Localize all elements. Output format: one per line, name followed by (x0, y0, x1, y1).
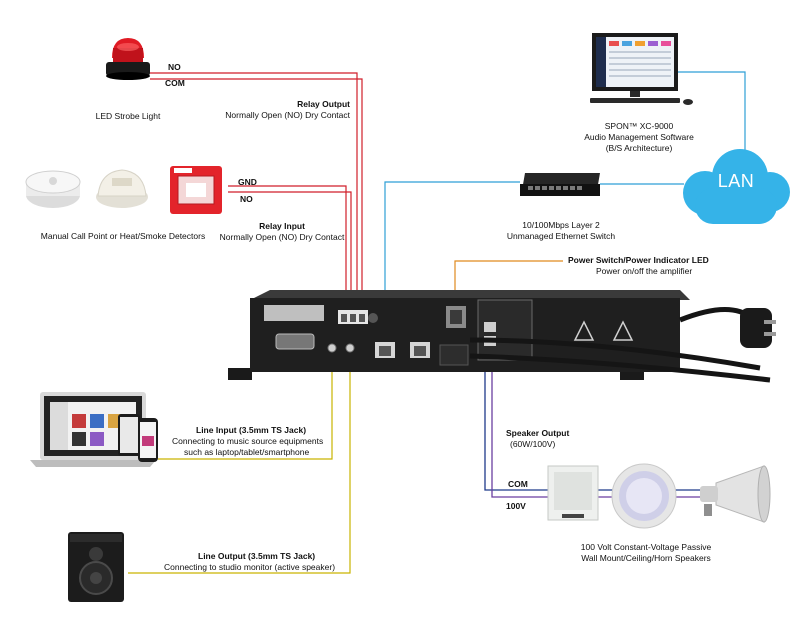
switch-line2: Unmanaged Ethernet Switch (506, 231, 616, 241)
speaker-output-title: Speaker Output (506, 428, 570, 438)
input-no-label: NO (240, 194, 253, 204)
line-output-title: Line Output (3.5mm TS Jack) (198, 551, 316, 561)
speaker-output-desc: (60W/100V) (510, 439, 556, 449)
lan-cloud-icon (683, 149, 790, 224)
power-title: Power Switch/Power Indicator LED (568, 255, 709, 265)
software-line3: (B/S Architecture) (605, 143, 673, 153)
smartphone-icon (138, 418, 158, 462)
speaker-100v-label: 100V (506, 501, 526, 511)
relay-input-title: Relay Input (259, 221, 305, 231)
heat-detector-icon (96, 169, 148, 208)
relay-output-title: Relay Output (297, 99, 350, 109)
relay-input-wires (228, 185, 352, 318)
power-cord-icon (469, 307, 776, 383)
ceiling-speaker-icon (611, 463, 677, 529)
speakers-line2: Wall Mount/Ceiling/Horn Speakers (581, 553, 711, 563)
speaker-com-label: COM (508, 479, 528, 489)
input-gnd-label: GND (238, 177, 257, 187)
computer-monitor-icon (590, 33, 693, 105)
switch-line1: 10/100Mbps Layer 2 (522, 220, 600, 230)
line-input-desc2: such as laptop/tablet/smartphone (184, 447, 310, 457)
horn-speaker-icon (700, 465, 771, 523)
power-desc: Power on/off the amplifier (596, 266, 693, 276)
studio-monitor-icon (68, 532, 124, 602)
line-input-wire (158, 352, 333, 460)
call-point-icon (170, 166, 222, 214)
line-input-title: Line Input (3.5mm TS Jack) (196, 425, 307, 435)
smoke-detector-icon (25, 170, 81, 208)
relay-output-desc: Normally Open (NO) Dry Contact (225, 110, 350, 120)
line-input-desc1: Connecting to music source equipments (172, 436, 324, 446)
amplifier-unit-icon (228, 290, 690, 380)
speakers-line1: 100 Volt Constant-Voltage Passive (580, 542, 712, 552)
relay-output-wires (150, 72, 363, 318)
ethernet-switch-icon (520, 173, 600, 196)
wall-speaker-icon (547, 465, 599, 521)
strobe-label: LED Strobe Light (95, 111, 161, 121)
tablet-icon (118, 414, 140, 456)
relay-input-desc: Normally Open (NO) Dry Contact (219, 232, 345, 242)
lan-label: LAN (717, 171, 755, 191)
relay-no-label: NO (168, 62, 181, 72)
line-output-desc: Connecting to studio monitor (active spe… (164, 562, 336, 572)
software-line1: SPON™ XC-9000 (604, 121, 674, 131)
detectors-label: Manual Call Point or Heat/Smoke Detector… (40, 231, 206, 241)
line-output-wire (128, 352, 351, 574)
relay-com-label: COM (165, 78, 185, 88)
software-line2: Audio Management Software (584, 132, 694, 142)
strobe-light-icon (106, 38, 150, 80)
